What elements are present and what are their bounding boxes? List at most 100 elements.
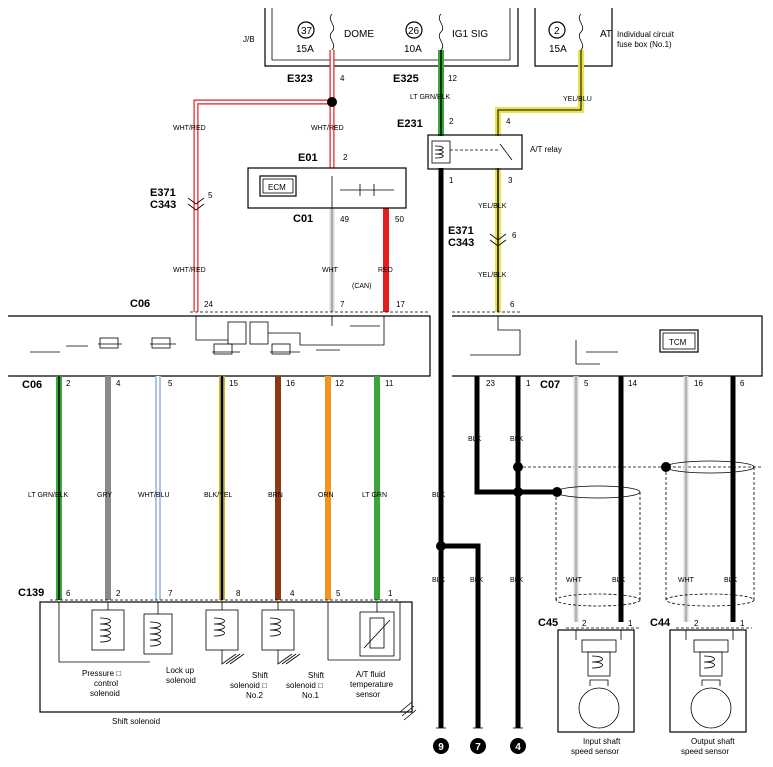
ground-7-label: 7 [475,742,481,753]
label-red: RED [378,267,393,274]
input-sensor-line1: Input shaft [583,737,621,746]
fluid-sensor-line1: A/T fluid [356,670,385,679]
lockup-line1: Lock up [166,666,195,675]
c06-pin-12: 12 [335,379,344,388]
c139-pin-4: 4 [290,589,295,598]
connector-c45: C45 [538,617,558,629]
label-bottom-wht-blu: WHT/BLU [138,492,170,499]
c06-pin-11: 11 [385,379,394,388]
c06-pin-5: 5 [168,379,173,388]
pressure-control-line3: solenoid [90,689,120,698]
ground-7: 7 [470,727,486,754]
fluid-sensor-line2: temperature [350,680,394,689]
jb-label: J/B [243,35,255,44]
c45-pin-2: 2 [582,619,587,628]
c06-pin-16: 16 [286,379,295,388]
c45-pin-1: 1 [628,619,633,628]
fuse-box-label-line1: Individual circuit [617,30,675,39]
label-wht-red-1: WHT/RED [173,125,206,132]
c07-pin-16: 16 [694,379,703,388]
c06-top-pin-24: 24 [204,300,213,309]
fuse-at-number: 2 [554,26,560,37]
connector-c01-pin-49: 49 [340,215,349,224]
fuse-dome-number: 37 [301,26,313,37]
tcm-label: TCM [669,338,687,347]
connector-c139: C139 [18,587,44,599]
shift-solenoid-label: Shift solenoid [112,717,160,726]
label-blk-23: BLK [468,436,482,443]
input-shaft-speed-sensor [557,629,635,733]
label-bottom-gry: GRY [97,492,112,499]
shift-no1-line2: solenoid □ [286,681,323,690]
ground-4-label: 4 [515,742,521,753]
connector-e01-pin: 2 [343,153,348,162]
c06-right-pin-6: 6 [510,300,515,309]
c139-pin-7: 7 [168,589,173,598]
c139-pin-5: 5 [336,589,341,598]
label-can: (CAN) [352,283,371,290]
fuse-at-name: AT [600,29,612,40]
connector-c343-right: C343 [448,237,474,249]
ground-9-label: 9 [438,742,444,753]
c07-pin-14: 14 [628,379,637,388]
label-blk-c44: BLK [724,577,738,584]
label-lt-grn-blk-top: LT GRN/BLK [410,94,451,101]
c07-pin-23: 23 [486,379,495,388]
connector-e231-pin-2: 2 [449,117,454,126]
label-blk-lower-3: BLK [510,577,524,584]
shift-no2-line2: solenoid □ [230,681,267,690]
at-relay: A/T relay [427,134,562,170]
connector-c07: C07 [540,379,560,391]
connector-e371-right-pin: 6 [512,231,517,240]
connector-c01: C01 [293,213,313,225]
fuse-box-label-line2: fuse box (No.1) [617,40,672,49]
label-yel-blk-2: YEL/BLK [478,272,507,279]
c06-top-pin-17: 17 [396,300,405,309]
label-wht-c45: WHT [566,577,583,584]
label-wht-c44: WHT [678,577,695,584]
fuse-dome: 37 DOME 15A [296,13,374,55]
fuse-at-amp: 15A [549,44,567,55]
shift-no1-line3: No.1 [302,691,319,700]
c139-pin-2: 2 [116,589,121,598]
wire-blk-main [436,168,481,728]
label-bottom-lt-grn: LT GRN [362,492,387,499]
c139-pin-1: 1 [388,589,393,598]
fuse-box: Individual circuit fuse box (No.1) [534,8,675,67]
label-wht-red-2: WHT/RED [311,125,344,132]
label-yel-blu: YEL/BLU [563,96,592,103]
label-wht: WHT [322,267,339,274]
label-bottom-blk-yel: BLK/YEL [204,492,233,499]
shield-c45 [555,485,641,607]
c139-pin-6: 6 [66,589,71,598]
ground-4: 4 [510,727,526,754]
pressure-control-line2: control [94,679,118,688]
at-relay-label: A/T relay [530,145,562,154]
shift-no2-line3: No.2 [246,691,263,700]
connector-c343-left: C343 [150,199,176,211]
connector-c06-top: C06 [130,298,150,310]
connector-e231-pin-1: 1 [449,176,454,185]
c06-pin-4: 4 [116,379,121,388]
label-blk-c45: BLK [612,577,626,584]
connector-e371-left: E371 [150,187,176,199]
fuse-dome-amp: 15A [296,44,314,55]
wire-wht-red [193,50,337,312]
shield-c44 [665,460,755,607]
c07-pin-5: 5 [584,379,589,388]
c07-pin-1: 1 [526,379,531,388]
label-wht-red-3: WHT/RED [173,267,206,274]
c06-top-pin-7: 7 [340,300,345,309]
ground-9: 9 [433,727,449,754]
connector-e231-pin-4: 4 [506,117,511,126]
input-sensor-line2: speed sensor [571,747,619,756]
label-blk-lower-1: BLK [432,577,446,584]
connector-c44: C44 [650,617,671,629]
junction-block: J/B [243,8,519,67]
lockup-line2: solenoid [166,676,196,685]
connector-c01-pin-50: 50 [395,215,404,224]
c139-pin-8: 8 [236,589,241,598]
wire-blk-1 [513,376,762,728]
connector-e323: E323 [287,73,313,85]
